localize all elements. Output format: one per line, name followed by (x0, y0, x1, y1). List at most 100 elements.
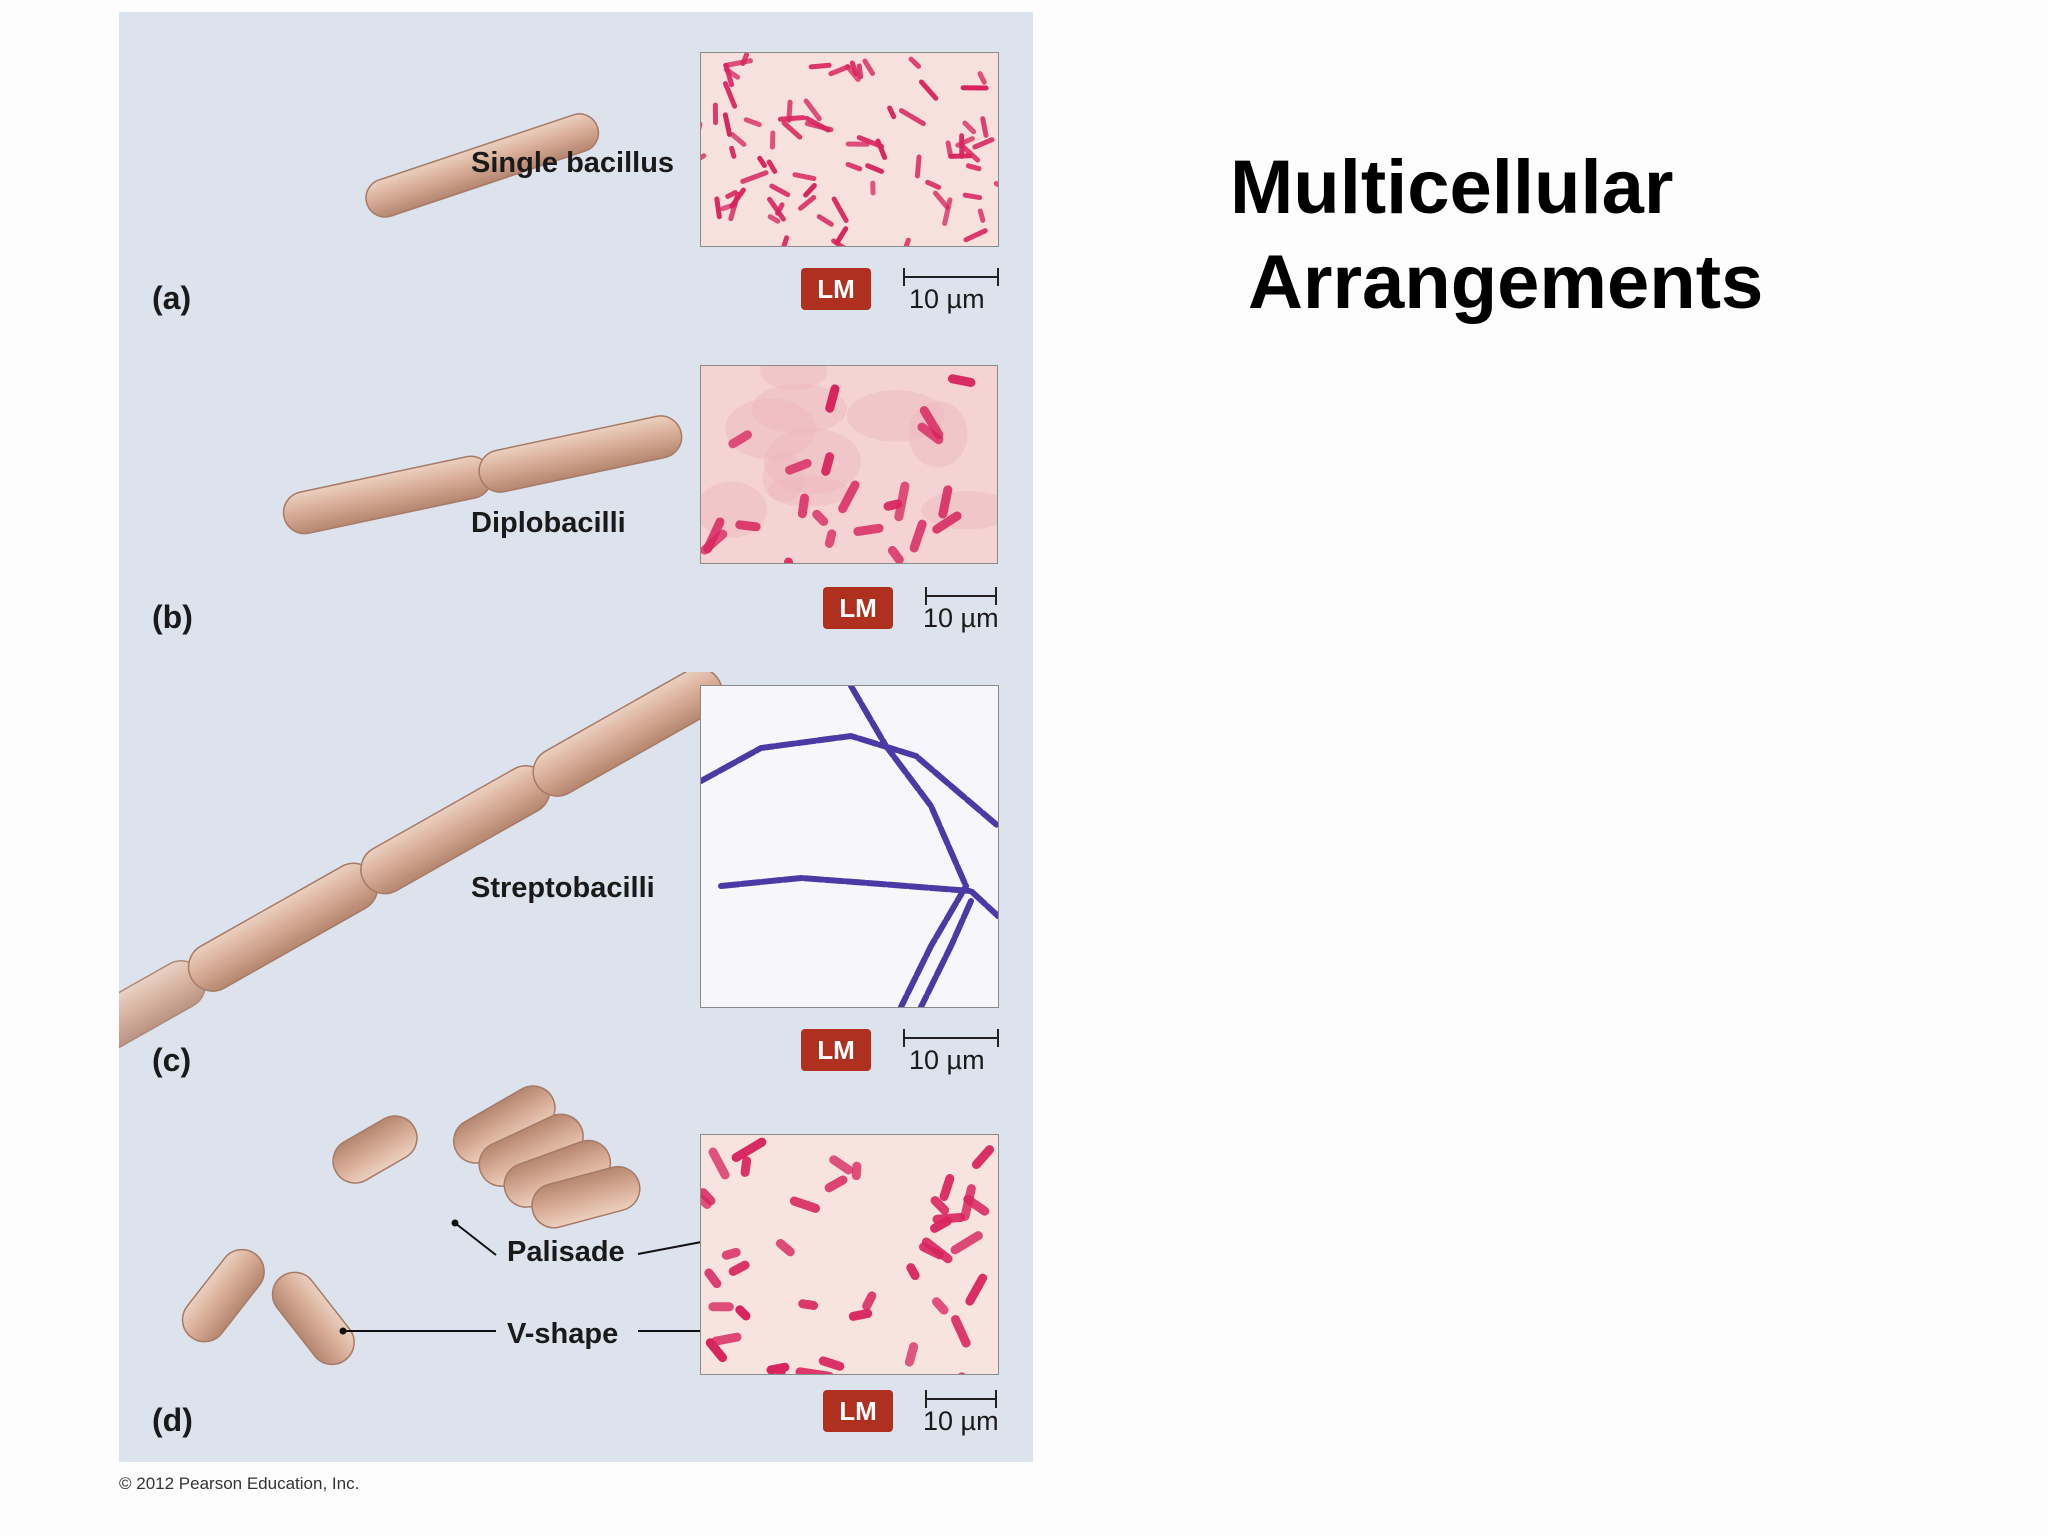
scale-bar-b: 10 µm (923, 587, 999, 633)
stained-rod (993, 181, 998, 196)
stained-rod (803, 98, 822, 122)
stained-rod (731, 1137, 767, 1163)
stained-rod (816, 214, 834, 227)
scale-bar-b-label: 10 µm (923, 603, 999, 633)
slide-title-line-2: Arrangements (1248, 240, 1764, 325)
stained-chain (701, 732, 998, 829)
stained-rod (740, 53, 750, 67)
stained-rod (725, 189, 738, 199)
stained-rod (955, 136, 975, 148)
stained-rod (904, 1342, 919, 1367)
stained-rod (767, 196, 786, 222)
stained-rod (824, 1175, 848, 1193)
stained-rod (957, 1372, 971, 1374)
stain-blotch (760, 366, 828, 390)
stained-rod (795, 1367, 834, 1374)
single-bacillus-label: Single bacillus (471, 147, 675, 179)
stained-rod (849, 60, 859, 77)
stained-rod (711, 1332, 742, 1346)
stained-rod (722, 81, 738, 109)
stained-rod (950, 1231, 983, 1255)
stained-rod (909, 519, 927, 553)
stained-rod (783, 557, 795, 563)
stained-rod (818, 1356, 845, 1371)
panel-letter-c: (c) (152, 1042, 192, 1078)
streptobacilli-label: Streptobacilli (471, 872, 655, 904)
stained-chain (718, 874, 998, 919)
stained-rod (914, 154, 922, 179)
stained-rod (894, 481, 910, 522)
lm-badge-c: LM (801, 1029, 871, 1071)
stained-rod (962, 192, 983, 201)
stained-rod (931, 1297, 949, 1315)
stained-rod (947, 374, 976, 387)
stained-rod (728, 191, 741, 222)
stained-rod (769, 183, 791, 198)
streptobacilli-illustration (119, 672, 723, 1050)
stain-blotch (767, 475, 850, 507)
stained-rod (786, 99, 793, 123)
stained-rod (932, 511, 962, 534)
stained-rod (757, 155, 767, 168)
scale-bar-d: 10 µm (923, 1390, 999, 1436)
stained-rod (865, 163, 885, 174)
stain-blotch (725, 398, 816, 460)
stained-rod (792, 172, 817, 182)
micrograph-d-svg (701, 1137, 995, 1374)
stained-rod (708, 1302, 734, 1312)
stained-rod (735, 520, 761, 532)
stained-rod (825, 384, 840, 413)
stained-rod (829, 1155, 854, 1175)
stained-rod (743, 117, 762, 128)
stained-rod (824, 529, 837, 548)
copyright-notice: © 2012 Pearson Education, Inc. (119, 1474, 360, 1493)
scale-bar-c: 10 µm (903, 1029, 999, 1075)
lm-badge-a: LM (801, 268, 871, 310)
stain-blotch (762, 452, 805, 502)
stained-rod (932, 190, 950, 210)
stained-rod (775, 1238, 795, 1257)
stained-rod (919, 406, 944, 440)
stained-rod (735, 1305, 751, 1321)
stained-rod (965, 163, 982, 172)
stained-rod (960, 1184, 976, 1221)
stained-rod (853, 523, 884, 536)
stained-rod (856, 63, 864, 80)
stain-blotch (750, 384, 847, 434)
stained-rod (925, 179, 942, 190)
stained-chain (848, 686, 970, 1007)
stained-chain (918, 898, 974, 1007)
stained-rod (780, 235, 790, 246)
palisade-cells (332, 1085, 641, 1229)
micrograph-c-svg (701, 686, 998, 1007)
stained-rod (714, 196, 722, 220)
stained-rod (963, 228, 988, 243)
palisade-rod (332, 1115, 418, 1184)
stained-rod (848, 1308, 873, 1321)
stained-rod (965, 1273, 988, 1306)
stained-rod (721, 1247, 741, 1260)
micrograph-b-svg (701, 366, 997, 563)
stained-rod (851, 1161, 862, 1181)
stained-rod (701, 529, 728, 555)
stained-rod (856, 135, 885, 149)
stained-rod (781, 120, 803, 140)
stained-rod (838, 480, 860, 514)
stained-rod (939, 1174, 955, 1201)
stained-rod (812, 509, 829, 526)
stained-rod (831, 196, 849, 223)
stained-rod (808, 62, 832, 70)
stained-rod (729, 132, 747, 147)
stained-rod (722, 112, 733, 137)
stained-rod (901, 237, 911, 246)
stained-rod (875, 138, 888, 160)
stained-rod (980, 116, 989, 138)
micrograph-single-bacillus (700, 52, 999, 247)
stained-rod (712, 102, 719, 126)
stained-rod (971, 1145, 995, 1170)
palisade-vshape-illustration (181, 1085, 853, 1366)
lm-badge-d: LM (823, 1390, 893, 1432)
stained-rod (740, 1156, 752, 1177)
stained-rod (701, 153, 707, 170)
slide-title: Multicellular Arrangements (1230, 140, 1763, 330)
